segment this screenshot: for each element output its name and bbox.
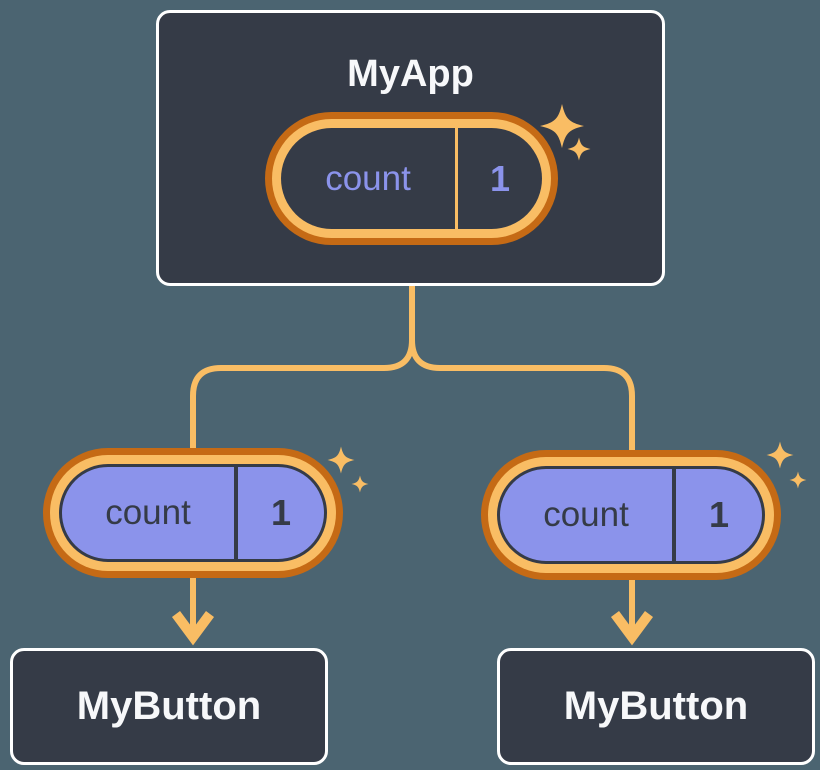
state-pill-mybutton-right: count 1: [481, 450, 781, 580]
node-myapp: MyApp count 1: [156, 10, 665, 286]
state-name-label: count: [543, 495, 629, 534]
pill-inner-ring: count 1: [272, 119, 551, 238]
state-pill-mybutton-left: count 1: [43, 448, 343, 578]
node-myapp-label: MyApp: [347, 53, 474, 95]
state-value-label: 1: [270, 492, 292, 533]
state-value-label: 1: [489, 157, 511, 199]
pill-divider: [672, 469, 676, 561]
node-mybutton-right: MyButton: [497, 648, 815, 765]
state-name-label: count: [325, 158, 411, 198]
arrowhead-left-icon: [171, 611, 215, 646]
sparkle-icon: [327, 446, 355, 474]
sparkle-group-right: [766, 441, 807, 489]
pill-inner-ring: count 1: [50, 455, 336, 571]
pill-inner-ring: count 1: [488, 457, 774, 573]
state-pill-myapp: count 1: [265, 112, 558, 245]
node-mybutton-left: MyButton: [10, 648, 328, 765]
pill-core: count 1: [59, 464, 327, 562]
state-name-label: count: [105, 493, 191, 532]
node-mybutton-right-label: MyButton: [563, 684, 749, 728]
sparkle-icon: [789, 471, 807, 489]
state-value-label: 1: [708, 494, 730, 535]
pill-divider: [455, 128, 458, 229]
pill-core: count 1: [497, 466, 765, 564]
pill-core: count 1: [281, 128, 542, 229]
pill-divider: [234, 467, 238, 559]
arrowhead-right-icon: [610, 611, 654, 646]
node-mybutton-left-label: MyButton: [76, 684, 262, 728]
sparkle-icon: [766, 441, 794, 469]
sparkle-icon: [351, 475, 369, 493]
